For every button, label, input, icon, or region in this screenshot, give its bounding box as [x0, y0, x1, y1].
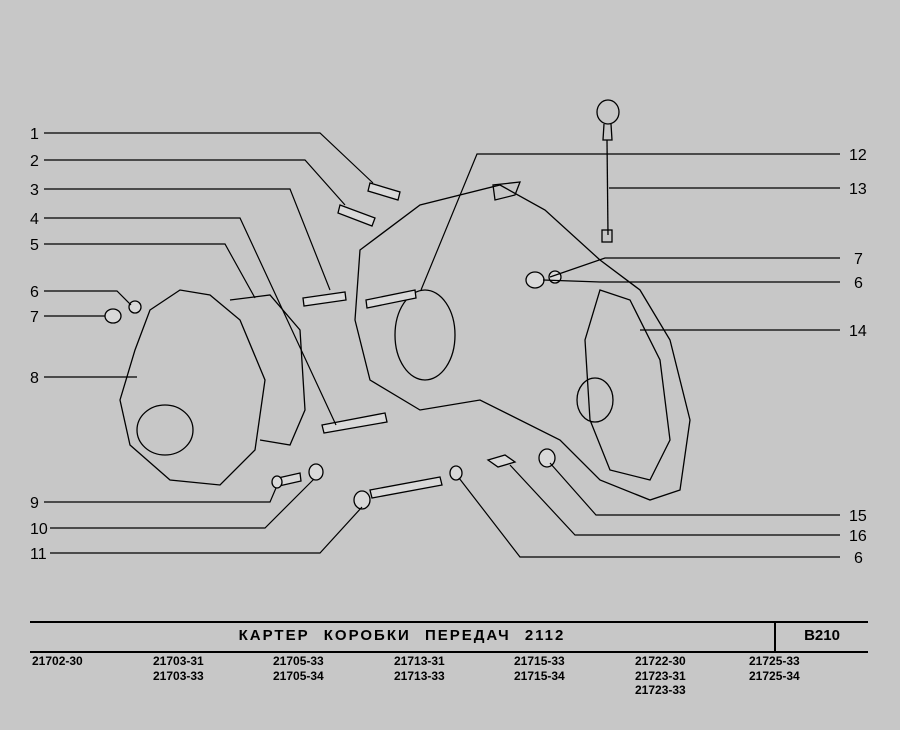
model-column-1: 21702-30: [32, 654, 83, 669]
callout-2: 2: [30, 153, 39, 170]
model-code: 21705-33: [273, 654, 324, 668]
callout-5: 5: [30, 237, 39, 254]
model-column-4: 21713-31 21713-33: [394, 654, 445, 683]
model-code: 21702-30: [32, 654, 83, 668]
diagram-title: КАРТЕР КОРОБКИ ПЕРЕДАЧ 2112: [238, 627, 566, 644]
model-code: 21715-33: [514, 654, 565, 668]
model-code: 21723-33: [635, 683, 686, 697]
callout-11: 11: [30, 546, 47, 563]
callout-10: 10: [30, 521, 48, 538]
callout-7-left: 7: [30, 309, 39, 326]
model-code: 21715-34: [514, 668, 565, 683]
model-code: 21703-31: [153, 654, 204, 668]
diagram-code: В210: [804, 627, 840, 644]
model-code: 21713-33: [394, 668, 445, 683]
title-divider: [774, 623, 776, 651]
gearbox-housing: [354, 181, 691, 501]
callout-1: 1: [30, 126, 39, 143]
callout-labels: 1 2 3 4 5 6 7 8 9 10 11 12 13 7 6 14 15 …: [30, 126, 867, 567]
studs-and-bolts: [104, 182, 562, 510]
title-bar: КАРТЕР КОРОБКИ ПЕРЕДАЧ 2112 В210: [30, 621, 868, 653]
model-code: 21713-31: [394, 654, 445, 668]
model-code: 21722-30: [635, 654, 686, 668]
model-code: 21725-34: [749, 668, 800, 683]
dipstick: [596, 99, 620, 243]
callout-6-right: 6: [854, 275, 863, 292]
callout-3: 3: [30, 182, 39, 199]
callout-8: 8: [30, 370, 39, 387]
model-column-6: 21722-30 21723-31 21723-33: [635, 654, 686, 698]
callout-9: 9: [30, 495, 39, 512]
leader-lines: [44, 132, 840, 558]
model-code: 21723-31: [635, 668, 686, 683]
callout-15: 15: [849, 508, 867, 525]
callout-6-bottom: 6: [854, 550, 863, 567]
model-column-2: 21703-31 21703-33: [153, 654, 204, 683]
model-code: 21725-33: [749, 654, 800, 668]
model-column-7: 21725-33 21725-34: [749, 654, 800, 683]
model-column-5: 21715-33 21715-34: [514, 654, 565, 683]
callout-12: 12: [849, 147, 867, 164]
exploded-parts-diagram: 1 2 3 4 5 6 7 8 9 10 11 12 13 7 6 14 15 …: [30, 99, 867, 567]
model-code: 21705-34: [273, 668, 324, 683]
model-code: 21703-33: [153, 668, 204, 683]
callout-13: 13: [849, 181, 867, 198]
callout-16: 16: [849, 528, 867, 545]
callout-6-left: 6: [30, 284, 39, 301]
callout-7-right: 7: [854, 251, 863, 268]
callout-4: 4: [30, 211, 39, 228]
callout-14: 14: [849, 323, 867, 340]
clutch-cover: [119, 289, 306, 486]
model-column-3: 21705-33 21705-34: [273, 654, 324, 683]
